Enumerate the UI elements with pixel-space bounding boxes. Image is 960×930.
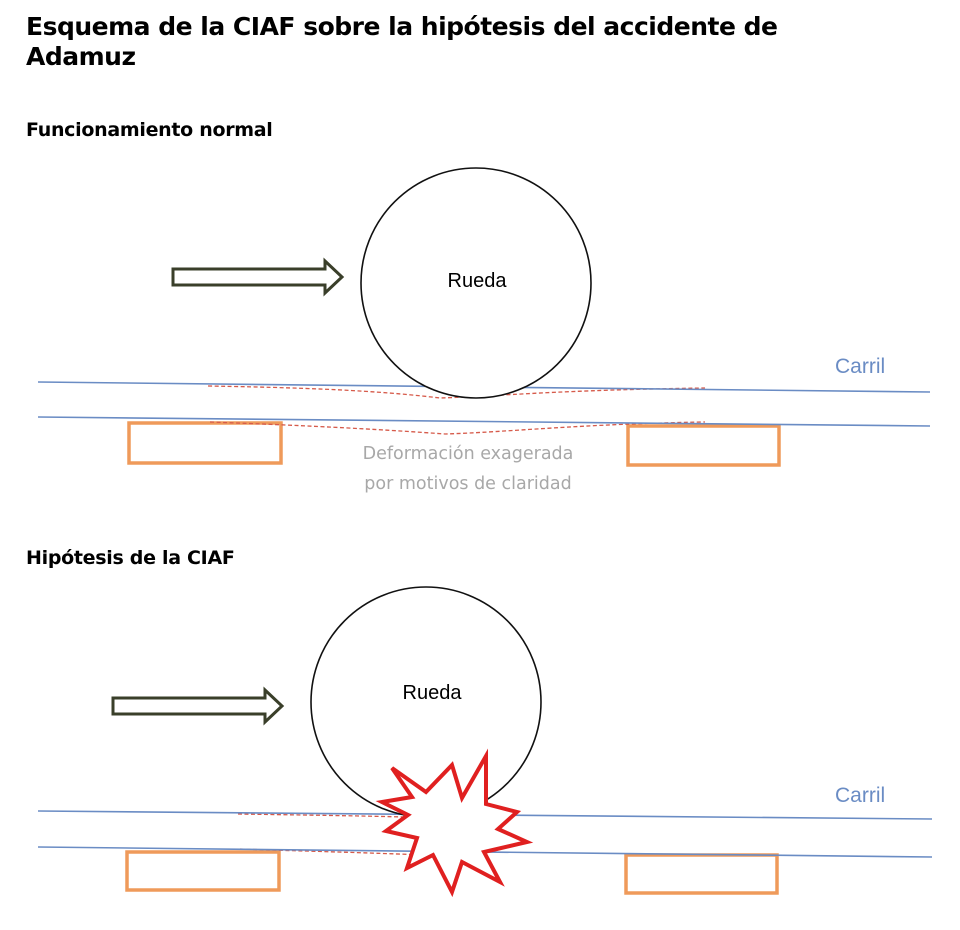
sleeper-left [125,850,281,892]
rail-break-upper [237,813,459,866]
impact-starburst-icon [375,748,534,898]
rail-bottom [37,416,931,427]
wheel-label: Rueda [448,270,508,292]
rail-label: Carril [835,355,885,378]
section-title-normal: Funcionamiento normal [26,119,273,141]
sleeper-right [624,853,779,895]
rail-label: Carril [835,784,885,807]
rail-deformation-upper [207,385,706,399]
right-arrow-icon [111,686,285,726]
right-arrow-icon [171,257,345,297]
wheel [360,167,592,399]
deformation-note-line1: Deformación exagerada [363,444,574,464]
deformation-note-line2: por motivos de claridad [364,474,571,494]
page-title: Esquema de la CIAF sobre la hipótesis de… [26,12,778,71]
rail-deformation-lower [209,421,706,435]
section-title-hypothesis: Hipótesis de la CIAF [26,547,235,569]
sleeper-left [127,421,283,465]
wheel-label: Rueda [403,682,463,704]
sleeper-right [626,424,781,467]
